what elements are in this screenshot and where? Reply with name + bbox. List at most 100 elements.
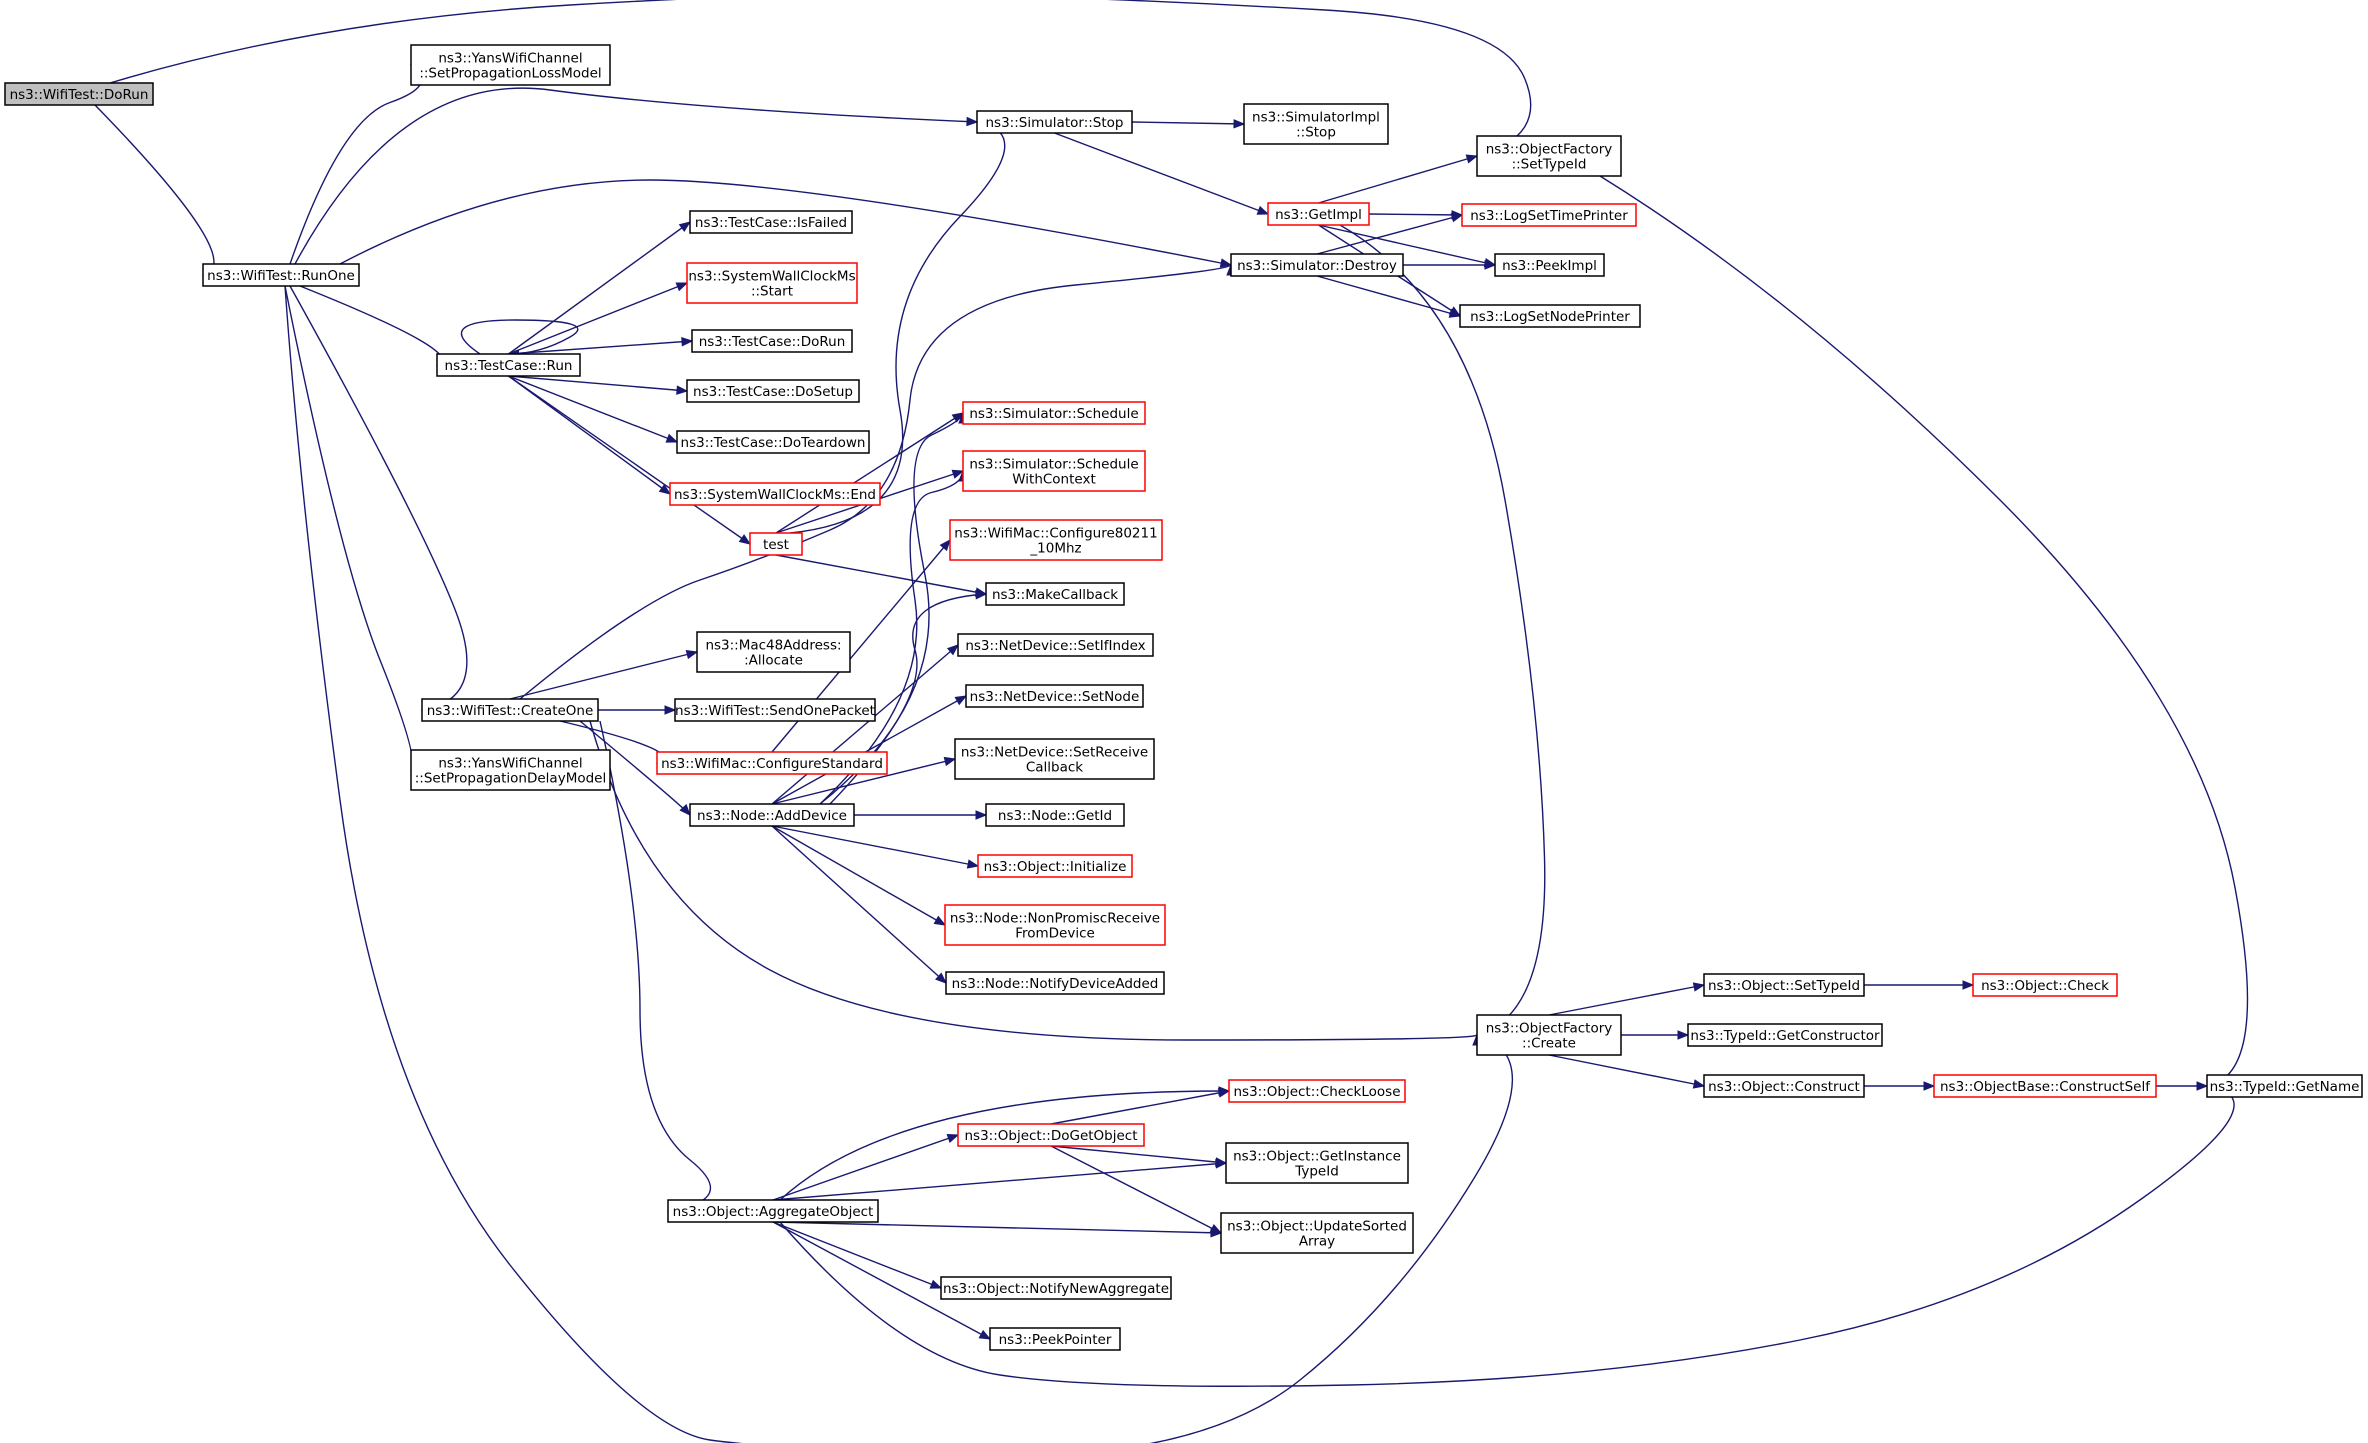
function-node-createone[interactable]: ns3::WifiTest::CreateOne xyxy=(421,698,599,722)
node-label: ns3::TestCase::Run xyxy=(445,358,573,374)
call-edge-obj_aggregate-to-obj_dogetobject xyxy=(772,1134,960,1201)
edge-line xyxy=(1050,1145,1227,1164)
function-node-node_adddevice[interactable]: ns3::Node::AddDevice xyxy=(689,803,855,827)
call-edge-runone-to-tc_run xyxy=(299,285,449,367)
call-edge-createone-to-node_adddevice xyxy=(579,720,691,816)
node-box xyxy=(410,749,611,791)
function-node-of_settypeid[interactable]: ns3::ObjectFactory::SetTypeId xyxy=(1476,135,1622,177)
node-box xyxy=(945,971,1165,995)
arrowhead xyxy=(1923,1081,1936,1091)
edge-line xyxy=(294,87,978,265)
function-node-obj_construct[interactable]: ns3::Object::Construct xyxy=(1703,1074,1865,1098)
node-label: ns3::Simulator::Destroy xyxy=(1237,258,1397,274)
function-node-sim_stop[interactable]: ns3::Simulator::Stop xyxy=(976,110,1133,134)
function-node-nd_setifindex[interactable]: ns3::NetDevice::SetIfIndex xyxy=(957,633,1154,657)
edge-line xyxy=(1548,984,1705,1016)
arrowhead xyxy=(946,644,960,656)
function-node-tc_dorun[interactable]: ns3::TestCase::DoRun xyxy=(691,329,853,353)
function-node-test[interactable]: test xyxy=(749,532,803,556)
edge-line xyxy=(1131,121,1245,125)
node-label: ns3::Object::Check xyxy=(1981,978,2109,994)
node-label: ns3::Mac48Address: xyxy=(705,638,841,654)
node-label: ns3::TestCase::DoSetup xyxy=(693,384,853,400)
arrowhead xyxy=(1450,213,1464,223)
node-box xyxy=(976,110,1133,134)
function-node-obj_initialize[interactable]: ns3::Object::Initialize xyxy=(977,854,1133,878)
function-node-mac48_alloc[interactable]: ns3::Mac48Address::Allocate xyxy=(696,631,851,673)
edge-line xyxy=(1548,1054,1705,1087)
arrowhead xyxy=(678,221,692,233)
function-node-getimpl[interactable]: ns3::GetImpl xyxy=(1267,202,1370,226)
node-box xyxy=(2206,1074,2363,1098)
node-label: ::Create xyxy=(1522,1036,1576,1052)
function-node-obj_aggregate[interactable]: ns3::Object::AggregateObject xyxy=(667,1199,879,1223)
function-node-simimpl_stop[interactable]: ns3::SimulatorImpl::Stop xyxy=(1243,103,1389,145)
function-node-node_getid[interactable]: ns3::Node::GetId xyxy=(985,803,1125,827)
function-node-tc_doteardown[interactable]: ns3::TestCase::DoTeardown xyxy=(676,430,870,454)
edge-line xyxy=(299,285,443,366)
function-node-sendonepacket[interactable]: ns3::WifiTest::SendOnePacket xyxy=(674,698,876,722)
function-node-tc_run[interactable]: ns3::TestCase::Run xyxy=(436,353,581,377)
node-box xyxy=(1494,253,1605,277)
function-node-obj_settypeid[interactable]: ns3::Object::SetTypeId xyxy=(1703,973,1865,997)
arrowhead xyxy=(978,1329,992,1340)
edge-line xyxy=(289,285,468,711)
call-edge-createone-to-mac48_alloc xyxy=(509,649,699,700)
function-node-logsetnodeprinter[interactable]: ns3::LogSetNodePrinter xyxy=(1459,304,1641,328)
function-node-typeid_getname[interactable]: ns3::TypeId::GetName xyxy=(2206,1074,2363,1098)
call-edge-getimpl-to-of_create xyxy=(1339,224,1546,1037)
node-box xyxy=(686,379,860,403)
node-label: ::Stop xyxy=(1296,125,1336,141)
function-node-setpropdelay[interactable]: ns3::YansWifiChannel::SetPropagationDela… xyxy=(410,749,611,791)
function-node-swc_end[interactable]: ns3::SystemWallClockMs::End xyxy=(669,482,881,506)
function-node-sim_schedule[interactable]: ns3::Simulator::Schedule xyxy=(962,401,1146,425)
node-label: WithContext xyxy=(1012,472,1096,488)
function-node-typeid_getctor[interactable]: ns3::TypeId::GetConstructor xyxy=(1687,1023,1883,1047)
function-node-obj_check[interactable]: ns3::Object::Check xyxy=(1972,973,2118,997)
arrowhead xyxy=(676,385,689,395)
edge-line xyxy=(109,0,1532,157)
function-node-obj_dogetobject[interactable]: ns3::Object::DoGetObject xyxy=(957,1123,1145,1147)
function-node-node_notifyadded[interactable]: ns3::Node::NotifyDeviceAdded xyxy=(945,971,1165,995)
function-node-of_create[interactable]: ns3::ObjectFactory::Create xyxy=(1476,1014,1622,1056)
function-node-setproploss[interactable]: ns3::YansWifiChannel::SetPropagationLoss… xyxy=(410,44,611,86)
node-label: :Allocate xyxy=(744,653,803,669)
function-node-obj_checkloose[interactable]: ns3::Object::CheckLoose xyxy=(1228,1079,1406,1103)
edge-line xyxy=(779,1085,2235,1387)
function-node-obj_notifynewagg[interactable]: ns3::Object::NotifyNewAggregate xyxy=(940,1276,1172,1300)
edge-line xyxy=(284,285,414,771)
node-label: ns3::SystemWallClockMs::End xyxy=(674,487,876,503)
function-node-peekpointer[interactable]: ns3::PeekPointer xyxy=(989,1327,1121,1351)
call-edge-node_adddevice-to-sim_schedule xyxy=(819,411,968,805)
function-node-sim_destroy[interactable]: ns3::Simulator::Destroy xyxy=(1230,253,1404,277)
edge-line xyxy=(771,825,947,984)
function-node-objbase_constructself[interactable]: ns3::ObjectBase::ConstructSelf xyxy=(1933,1074,2157,1098)
node-box xyxy=(989,1327,1121,1351)
arrowhead xyxy=(1215,1157,1228,1167)
arrowhead xyxy=(685,649,699,660)
function-node-runone[interactable]: ns3::WifiTest::RunOne xyxy=(202,263,360,287)
node-label: ns3::Object::Construct xyxy=(1708,1079,1860,1095)
function-node-peekimpl[interactable]: ns3::PeekImpl xyxy=(1494,253,1605,277)
call-edge-sim_stop-to-simimpl_stop xyxy=(1131,119,1246,129)
edge-line xyxy=(1599,175,2249,1087)
function-node-wifimac_cfg10[interactable]: ns3::WifiMac::Configure80211_10Mhz xyxy=(949,519,1163,561)
function-node-wifimac_cfgstd[interactable]: ns3::WifiMac::ConfigureStandard xyxy=(656,751,888,775)
call-edge-obj_dogetobject-to-obj_updatesorted xyxy=(1050,1145,1223,1234)
function-node-dorun_root[interactable]: ns3::WifiTest::DoRun xyxy=(4,82,154,106)
function-node-tc_dosetup[interactable]: ns3::TestCase::DoSetup xyxy=(686,379,860,403)
node-label: ns3::Simulator::Schedule xyxy=(969,457,1138,473)
function-node-swc_start[interactable]: ns3::SystemWallClockMs::Start xyxy=(686,262,858,304)
function-node-nd_setnode[interactable]: ns3::NetDevice::SetNode xyxy=(965,684,1144,708)
edge-line xyxy=(508,375,671,495)
arrowhead xyxy=(665,433,679,443)
function-node-makecallback[interactable]: ns3::MakeCallback xyxy=(985,582,1125,606)
edge-line xyxy=(508,340,693,355)
function-node-tc_isfailed[interactable]: ns3::TestCase::IsFailed xyxy=(689,210,853,234)
function-node-logsettimeprinter[interactable]: ns3::LogSetTimePrinter xyxy=(1461,203,1637,227)
